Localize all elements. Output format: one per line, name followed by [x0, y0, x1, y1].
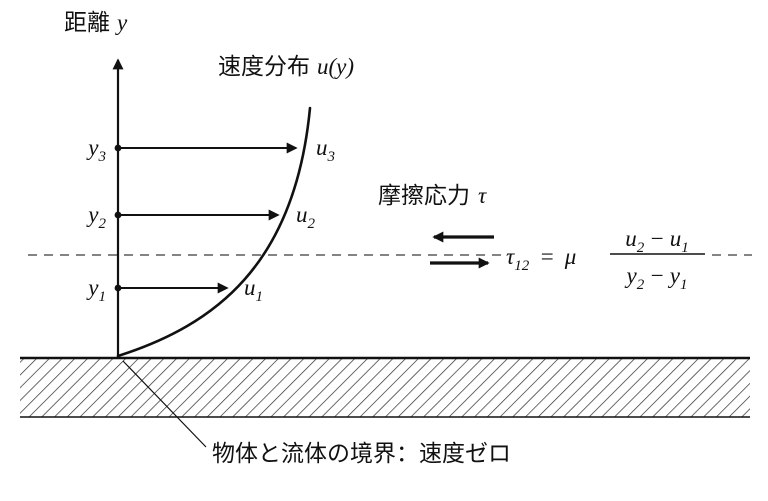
label-u2: u2 [296, 202, 316, 232]
label-y3: y3 [86, 135, 106, 165]
boundary-note: 物体と流体の境界：速度ゼロ [212, 440, 511, 466]
label-u1: u1 [244, 275, 263, 305]
axis-marker-y3 [114, 144, 122, 152]
equation-lhs: τ12=μ [506, 244, 576, 274]
label-y2: y2 [86, 202, 106, 232]
label-y1: y1 [86, 275, 106, 305]
velocity-profile-curve [116, 106, 312, 358]
boundary-leader-line [122, 360, 207, 448]
axis-marker-y2 [114, 211, 122, 219]
axis-marker-y1 [114, 284, 122, 292]
label-u3: u3 [316, 135, 335, 165]
wall-hatched-region [20, 358, 750, 417]
equation-denominator: y2−y1 [625, 263, 688, 293]
equation-numerator: u2−u1 [625, 226, 689, 256]
